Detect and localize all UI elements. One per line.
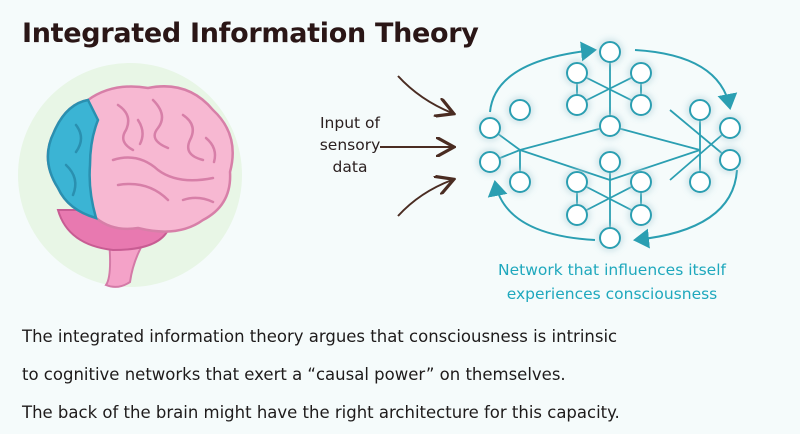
- brain-illustration: [18, 60, 248, 290]
- network-node: [630, 62, 652, 84]
- input-label: Input of sensory data: [300, 112, 400, 178]
- body-line-2: to cognitive networks that exert a “caus…: [22, 365, 566, 384]
- network-node: [719, 117, 741, 139]
- network-node: [630, 94, 652, 116]
- network-node: [599, 151, 621, 173]
- network-node: [599, 115, 621, 137]
- network-node: [479, 117, 501, 139]
- caption-line-1: Network that influences itself: [498, 261, 726, 279]
- network-node: [566, 171, 588, 193]
- arrow-top: [397, 75, 452, 113]
- input-label-line-1: Input of: [319, 114, 380, 132]
- network-node: [566, 94, 588, 116]
- body-text: The integrated information theory argues…: [22, 318, 792, 432]
- network-node: [599, 41, 621, 63]
- network-node: [689, 171, 711, 193]
- input-label-line-3: data: [332, 158, 368, 176]
- network-caption: Network that influences itself experienc…: [462, 258, 762, 306]
- page-title: Integrated Information Theory: [22, 18, 479, 49]
- network-node: [566, 62, 588, 84]
- network-node: [479, 151, 501, 173]
- network-node: [630, 204, 652, 226]
- network-node: [689, 99, 711, 121]
- network-node: [566, 204, 588, 226]
- body-line-1: The integrated information theory argues…: [22, 327, 618, 346]
- network-diagram: [465, 30, 765, 260]
- body-line-3: The back of the brain might have the rig…: [22, 403, 620, 422]
- caption-line-2: experiences consciousness: [506, 285, 718, 303]
- network-node: [719, 149, 741, 171]
- input-label-line-2: sensory: [319, 136, 381, 154]
- network-node: [509, 171, 531, 193]
- network-node: [599, 227, 621, 249]
- network-node: [630, 171, 652, 193]
- arrow-bottom: [397, 180, 452, 217]
- network-node: [509, 99, 531, 121]
